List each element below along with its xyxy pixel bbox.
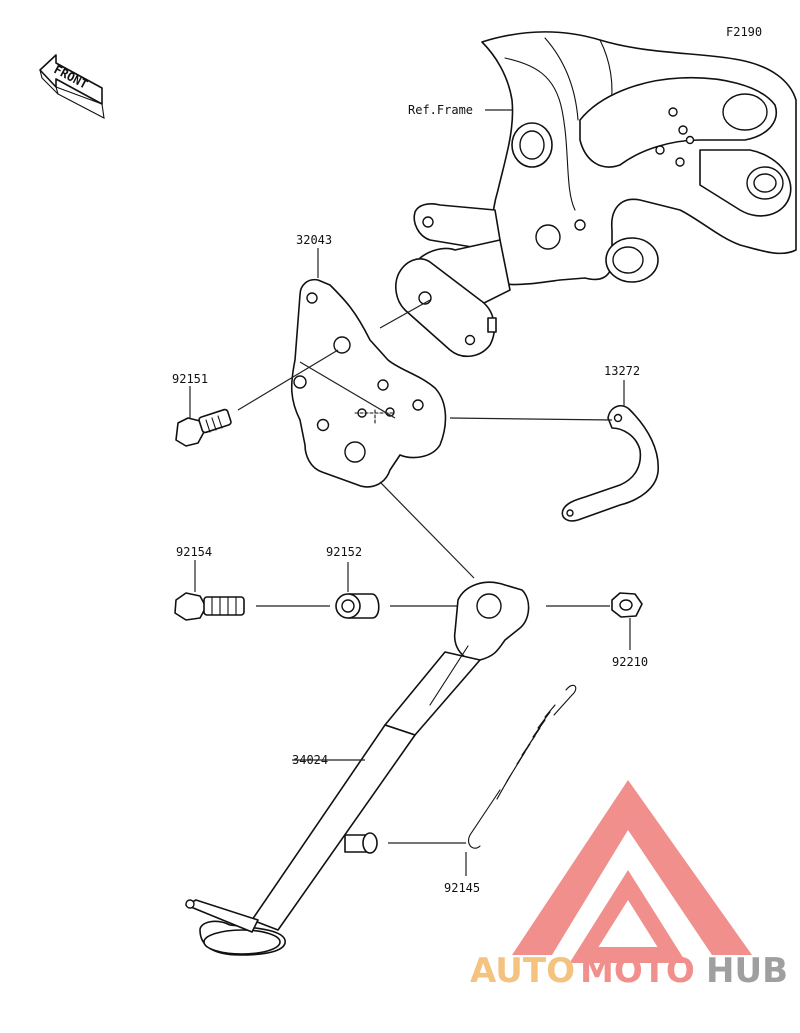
bolt-92151 bbox=[175, 408, 232, 447]
spring-hook-13272 bbox=[561, 405, 659, 522]
diagram-code: F2190 bbox=[726, 25, 762, 39]
label-92154: 92154 bbox=[176, 545, 212, 559]
bolt-92154 bbox=[174, 592, 245, 621]
label-92152: 92152 bbox=[326, 545, 362, 559]
collar-92152 bbox=[335, 593, 380, 619]
label-32043: 32043 bbox=[296, 233, 332, 247]
watermark-word-moto: MOTO bbox=[580, 951, 695, 991]
frame-drawing bbox=[395, 31, 797, 358]
nut-92210 bbox=[611, 592, 643, 618]
label-13272: 13272 bbox=[604, 364, 640, 378]
label-92151: 92151 bbox=[172, 372, 208, 386]
automotohub-logo: AUTO MOTO HUB bbox=[470, 780, 788, 991]
spring-92145 bbox=[468, 684, 577, 849]
watermark-word-hub: HUB bbox=[706, 951, 788, 991]
label-92145: 92145 bbox=[444, 881, 480, 895]
ref-frame-label: Ref.Frame bbox=[408, 103, 473, 117]
label-34024: 34024 bbox=[292, 753, 328, 767]
label-92210: 92210 bbox=[612, 655, 648, 669]
bracket-32043 bbox=[290, 278, 447, 488]
front-arrow-icon: FRONT bbox=[39, 54, 105, 119]
watermark-word-auto: AUTO bbox=[470, 951, 575, 991]
side-stand-34024 bbox=[185, 481, 530, 956]
